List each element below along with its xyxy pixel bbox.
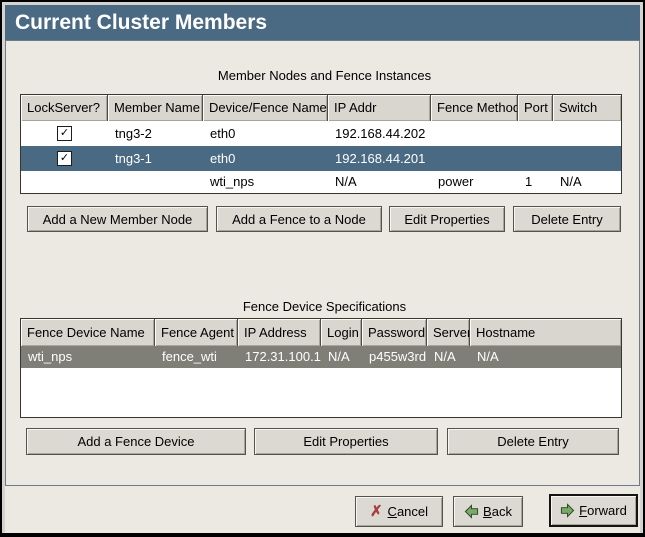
check-icon: ✓ bbox=[59, 127, 70, 139]
hostname-cell: N/A bbox=[477, 349, 499, 364]
column-header-fence-method[interactable]: Fence Method bbox=[431, 95, 518, 121]
column-header-port[interactable]: Port bbox=[518, 95, 553, 121]
forward-button[interactable]: Forward bbox=[549, 494, 638, 527]
member-table-caption: Member Nodes and Fence Instances bbox=[217, 68, 432, 83]
table-row[interactable]: wti_nps N/A power 1 N/A bbox=[21, 171, 621, 193]
footer-bar bbox=[5, 486, 640, 533]
lockserver-cell bbox=[21, 171, 108, 193]
fence-method-cell bbox=[431, 121, 518, 146]
ip-address-cell: 172.31.100.1 bbox=[245, 349, 321, 364]
back-arrow-icon bbox=[464, 504, 479, 519]
member-table-header: LockServer? Member Name Device/Fence Nam… bbox=[21, 95, 621, 121]
lockserver-checkbox[interactable]: ✓ bbox=[57, 126, 72, 141]
switch-cell: N/A bbox=[560, 174, 582, 189]
delete-entry-button-fence[interactable]: Delete Entry bbox=[447, 428, 619, 455]
table-row-selected[interactable]: wti_nps fence_wti 172.31.100.1 N/A p455w… bbox=[21, 346, 621, 368]
edit-properties-button-fence[interactable]: Edit Properties bbox=[254, 428, 438, 455]
member-name-cell: tng3-1 bbox=[115, 151, 152, 166]
port-cell bbox=[518, 146, 553, 171]
fence-table-caption: Fence Device Specifications bbox=[242, 299, 407, 314]
ip-addr-cell: 192.168.44.201 bbox=[335, 151, 426, 166]
fence-method-cell: power bbox=[438, 174, 474, 189]
column-header-device-fence-name[interactable]: Device/Fence Name bbox=[203, 95, 328, 121]
add-member-node-button[interactable]: Add a New Member Node bbox=[27, 206, 208, 232]
lockserver-cell: ✓ bbox=[21, 121, 108, 146]
port-cell: 1 bbox=[525, 174, 533, 189]
server-cell: N/A bbox=[434, 349, 456, 364]
port-cell bbox=[518, 121, 553, 146]
device-fence-name-cell: wti_nps bbox=[210, 174, 255, 189]
column-header-switch[interactable]: Switch bbox=[553, 95, 621, 121]
column-header-fence-device-name[interactable]: Fence Device Name bbox=[21, 319, 155, 346]
member-nodes-table: LockServer? Member Name Device/Fence Nam… bbox=[20, 94, 622, 194]
delete-entry-button-members[interactable]: Delete Entry bbox=[513, 206, 621, 232]
check-icon: ✓ bbox=[59, 152, 70, 164]
fence-devices-table: Fence Device Name Fence Agent IP Address… bbox=[20, 318, 622, 418]
member-name-cell: tng3-2 bbox=[115, 126, 152, 141]
back-button[interactable]: Back bbox=[453, 496, 523, 527]
fence-table-header: Fence Device Name Fence Agent IP Address… bbox=[21, 319, 621, 346]
back-label: Back bbox=[483, 504, 512, 519]
table-row[interactable]: ✓ tng3-2 eth0 192.168.44.202 bbox=[21, 121, 621, 146]
member-name-cell bbox=[108, 171, 203, 193]
column-header-lockserver[interactable]: LockServer? bbox=[21, 95, 108, 121]
device-fence-name-cell: eth0 bbox=[210, 151, 236, 166]
lockserver-checkbox[interactable]: ✓ bbox=[57, 151, 72, 166]
switch-cell bbox=[553, 121, 621, 146]
cancel-x-icon: ✗ bbox=[369, 503, 383, 520]
edit-properties-button-members[interactable]: Edit Properties bbox=[389, 206, 505, 232]
page-title: Current Cluster Members bbox=[5, 5, 640, 40]
column-header-ip-address[interactable]: IP Address bbox=[238, 319, 321, 346]
column-header-member-name[interactable]: Member Name bbox=[108, 95, 203, 121]
fence-method-cell bbox=[431, 146, 518, 171]
table-row-selected[interactable]: ✓ tng3-1 eth0 192.168.44.201 bbox=[21, 146, 621, 171]
add-fence-device-button[interactable]: Add a Fence Device bbox=[26, 428, 246, 455]
ip-addr-cell: 192.168.44.202 bbox=[335, 126, 426, 141]
column-header-fence-agent[interactable]: Fence Agent bbox=[155, 319, 238, 346]
forward-arrow-icon bbox=[561, 503, 575, 518]
ip-addr-cell: N/A bbox=[335, 174, 357, 189]
switch-cell bbox=[553, 146, 621, 171]
column-header-login[interactable]: Login bbox=[321, 319, 362, 346]
cancel-label: Cancel bbox=[387, 504, 429, 519]
login-cell: N/A bbox=[328, 349, 350, 364]
column-header-ip-addr[interactable]: IP Addr bbox=[328, 95, 431, 121]
fence-agent-cell: fence_wti bbox=[162, 349, 217, 364]
cancel-button[interactable]: ✗ Cancel bbox=[355, 496, 443, 527]
add-fence-to-node-button[interactable]: Add a Fence to a Node bbox=[216, 206, 382, 232]
column-header-password[interactable]: Password bbox=[362, 319, 427, 346]
column-header-hostname[interactable]: Hostname bbox=[470, 319, 621, 346]
lockserver-cell: ✓ bbox=[21, 146, 108, 171]
device-fence-name-cell: eth0 bbox=[210, 126, 236, 141]
password-cell: p455w3rd bbox=[369, 349, 427, 364]
fence-device-name-cell: wti_nps bbox=[28, 349, 73, 364]
forward-label: Forward bbox=[579, 503, 627, 518]
column-header-server[interactable]: Server bbox=[427, 319, 470, 346]
